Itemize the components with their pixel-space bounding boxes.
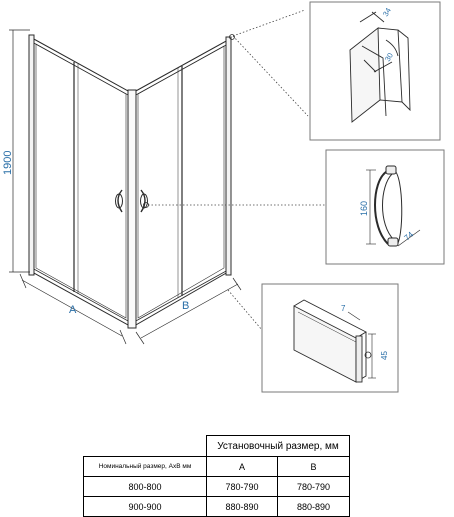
handle-height-label: 160 [359,201,369,216]
handle-callout-marker [143,202,149,208]
profile-detail [349,11,411,123]
left-panel-outer [31,37,131,327]
leader-lines [148,9,326,331]
table-cell-a: 880-890 [206,496,278,517]
profile-depth-label: 30 [383,51,395,63]
table-corner-cell [83,435,207,457]
left-wall-profile [28,34,35,276]
left-top-rail [31,41,131,97]
left-bottom-rail [31,267,131,323]
table-col-a-header: A [206,456,278,477]
table-cell-a: 780-790 [206,476,278,497]
profile-width-label: 34 [381,6,393,18]
width-a-dimension [19,273,127,345]
table-subheader-row: Номинальный размер, АхВ мм A B [83,456,350,477]
table-cell-size: 900-900 [83,496,207,517]
left-panel-inner [35,43,127,319]
table-col-b-header: B [277,456,350,477]
table-cell-size: 800-800 [83,476,207,497]
table-header: Установочный размер, мм [206,435,350,457]
height-label: 1900 [2,151,14,175]
profile-callout-marker [229,34,235,40]
table-cell-b: 780-790 [277,476,350,497]
table-row: 900-900 880-890 880-890 [83,496,350,517]
rail-thickness-label: 7 [341,304,346,313]
handle-detail-frame [325,149,445,265]
table-cell-b: 880-890 [277,496,350,517]
right-wall-profile [225,36,232,276]
width-b-label: B [182,300,189,312]
right-bottom-rail [133,269,229,323]
rail-detail [293,299,376,383]
width-b-dimension [135,277,242,345]
right-top-rail [133,43,229,97]
left-handle [115,189,123,213]
right-handle [140,189,148,213]
table-header-row: Установочный размер, мм [83,435,350,457]
table-row: 800-800 780-790 780-790 [83,476,350,497]
right-panel-outer [133,39,229,327]
handle-detail [366,165,421,247]
table-row-header-label: Номинальный размер, АхВ мм [83,456,207,477]
rail-height-label: 45 [380,351,389,360]
width-a-label: A [69,304,77,316]
shower-enclosure [28,34,232,329]
corner-post [127,89,137,329]
height-dimension [9,29,30,273]
size-table: Установочный размер, мм Номинальный разм… [83,435,350,517]
